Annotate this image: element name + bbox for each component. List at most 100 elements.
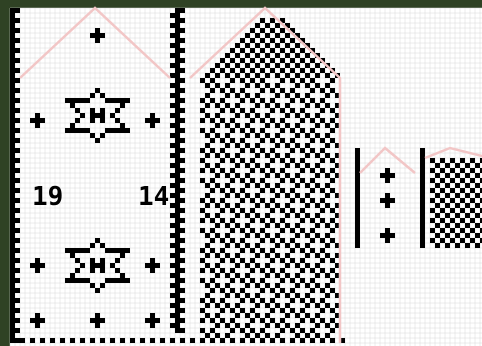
palm-stitch <box>280 278 285 283</box>
palm-stitch <box>305 73 310 78</box>
border-stitch <box>15 38 20 43</box>
divider-stitch <box>170 293 175 298</box>
palm-stitch <box>230 138 235 143</box>
border-stitch <box>300 338 305 343</box>
divider-stitch <box>175 23 180 28</box>
palm-stitch <box>240 248 245 253</box>
palm-stitch <box>325 73 330 78</box>
divider-stitch <box>170 123 175 128</box>
thumb-stitch <box>465 223 470 228</box>
palm-stitch <box>255 143 260 148</box>
palm-stitch <box>280 78 285 83</box>
palm-stitch <box>265 163 270 168</box>
palm-stitch <box>230 178 235 183</box>
divider-stitch <box>180 168 185 173</box>
thumb-divider <box>355 213 360 218</box>
palm-stitch <box>310 278 315 283</box>
star-motif-top <box>70 128 75 133</box>
palm-stitch <box>255 243 260 248</box>
palm-stitch <box>275 233 280 238</box>
border-stitch <box>10 263 15 268</box>
palm-stitch <box>245 313 250 318</box>
thumb-stitch <box>435 233 440 238</box>
palm-stitch <box>215 173 220 178</box>
palm-stitch <box>290 188 295 193</box>
palm-stitch <box>330 158 335 163</box>
star-motif-bottom <box>115 248 120 253</box>
palm-stitch <box>280 108 285 113</box>
palm-stitch <box>300 48 305 53</box>
palm-stitch <box>325 193 330 198</box>
divider-stitch <box>180 88 185 93</box>
palm-stitch <box>230 268 235 273</box>
star-motif-top <box>75 98 80 103</box>
thumb-divider <box>355 223 360 228</box>
palm-stitch <box>310 238 315 243</box>
palm-stitch <box>215 223 220 228</box>
palm-stitch <box>245 263 250 268</box>
divider-stitch <box>175 178 180 183</box>
star-motif-top <box>95 113 100 118</box>
palm-stitch <box>200 318 205 323</box>
thumb-stitch <box>440 188 445 193</box>
palm-stitch <box>285 223 290 228</box>
thumb-stitch <box>465 173 470 178</box>
border-stitch <box>10 13 15 18</box>
thumb-stitch <box>440 178 445 183</box>
thumb-cross <box>385 203 390 208</box>
palm-stitch <box>320 208 325 213</box>
palm-stitch <box>250 318 255 323</box>
palm-stitch <box>325 83 330 88</box>
border-stitch <box>120 338 125 343</box>
palm-stitch <box>250 108 255 113</box>
palm-stitch <box>245 333 250 338</box>
thumb-divider <box>420 153 425 158</box>
thumb-stitch <box>450 238 455 243</box>
palm-stitch <box>200 258 205 263</box>
thumb-stitch <box>430 208 435 213</box>
divider-stitch <box>175 138 180 143</box>
thumb-stitch <box>460 168 465 173</box>
divider-stitch <box>180 178 185 183</box>
palm-stitch <box>315 73 320 78</box>
thumb-stitch <box>430 188 435 193</box>
palm-stitch <box>205 73 210 78</box>
border-stitch <box>15 168 20 173</box>
palm-stitch <box>200 328 205 333</box>
palm-stitch <box>290 298 295 303</box>
palm-stitch <box>315 103 320 108</box>
palm-stitch <box>275 33 280 38</box>
palm-stitch <box>320 168 325 173</box>
divider-stitch <box>180 328 185 333</box>
border-stitch <box>10 168 15 173</box>
thumb-stitch <box>460 208 465 213</box>
palm-stitch <box>285 73 290 78</box>
palm-stitch <box>325 303 330 308</box>
palm-stitch <box>325 103 330 108</box>
palm-stitch <box>260 138 265 143</box>
palm-stitch <box>235 153 240 158</box>
divider-stitch <box>180 318 185 323</box>
bottom-cross <box>95 318 100 323</box>
palm-stitch <box>275 183 280 188</box>
thumb-stitch <box>440 158 445 163</box>
thumb-divider <box>355 208 360 213</box>
palm-stitch <box>275 73 280 78</box>
divider-stitch <box>175 143 180 148</box>
thumb-stitch <box>465 193 470 198</box>
palm-stitch <box>255 133 260 138</box>
palm-stitch <box>275 133 280 138</box>
palm-stitch <box>210 198 215 203</box>
thumb-stitch <box>445 173 450 178</box>
side-cross <box>30 118 35 123</box>
palm-stitch <box>235 53 240 58</box>
border-stitch <box>10 243 15 248</box>
palm-stitch <box>250 228 255 233</box>
palm-stitch <box>230 288 235 293</box>
palm-stitch <box>250 248 255 253</box>
thumb-divider <box>420 158 425 163</box>
thumb-stitch <box>475 213 480 218</box>
palm-stitch <box>255 73 260 78</box>
palm-stitch <box>240 238 245 243</box>
divider-stitch <box>170 43 175 48</box>
